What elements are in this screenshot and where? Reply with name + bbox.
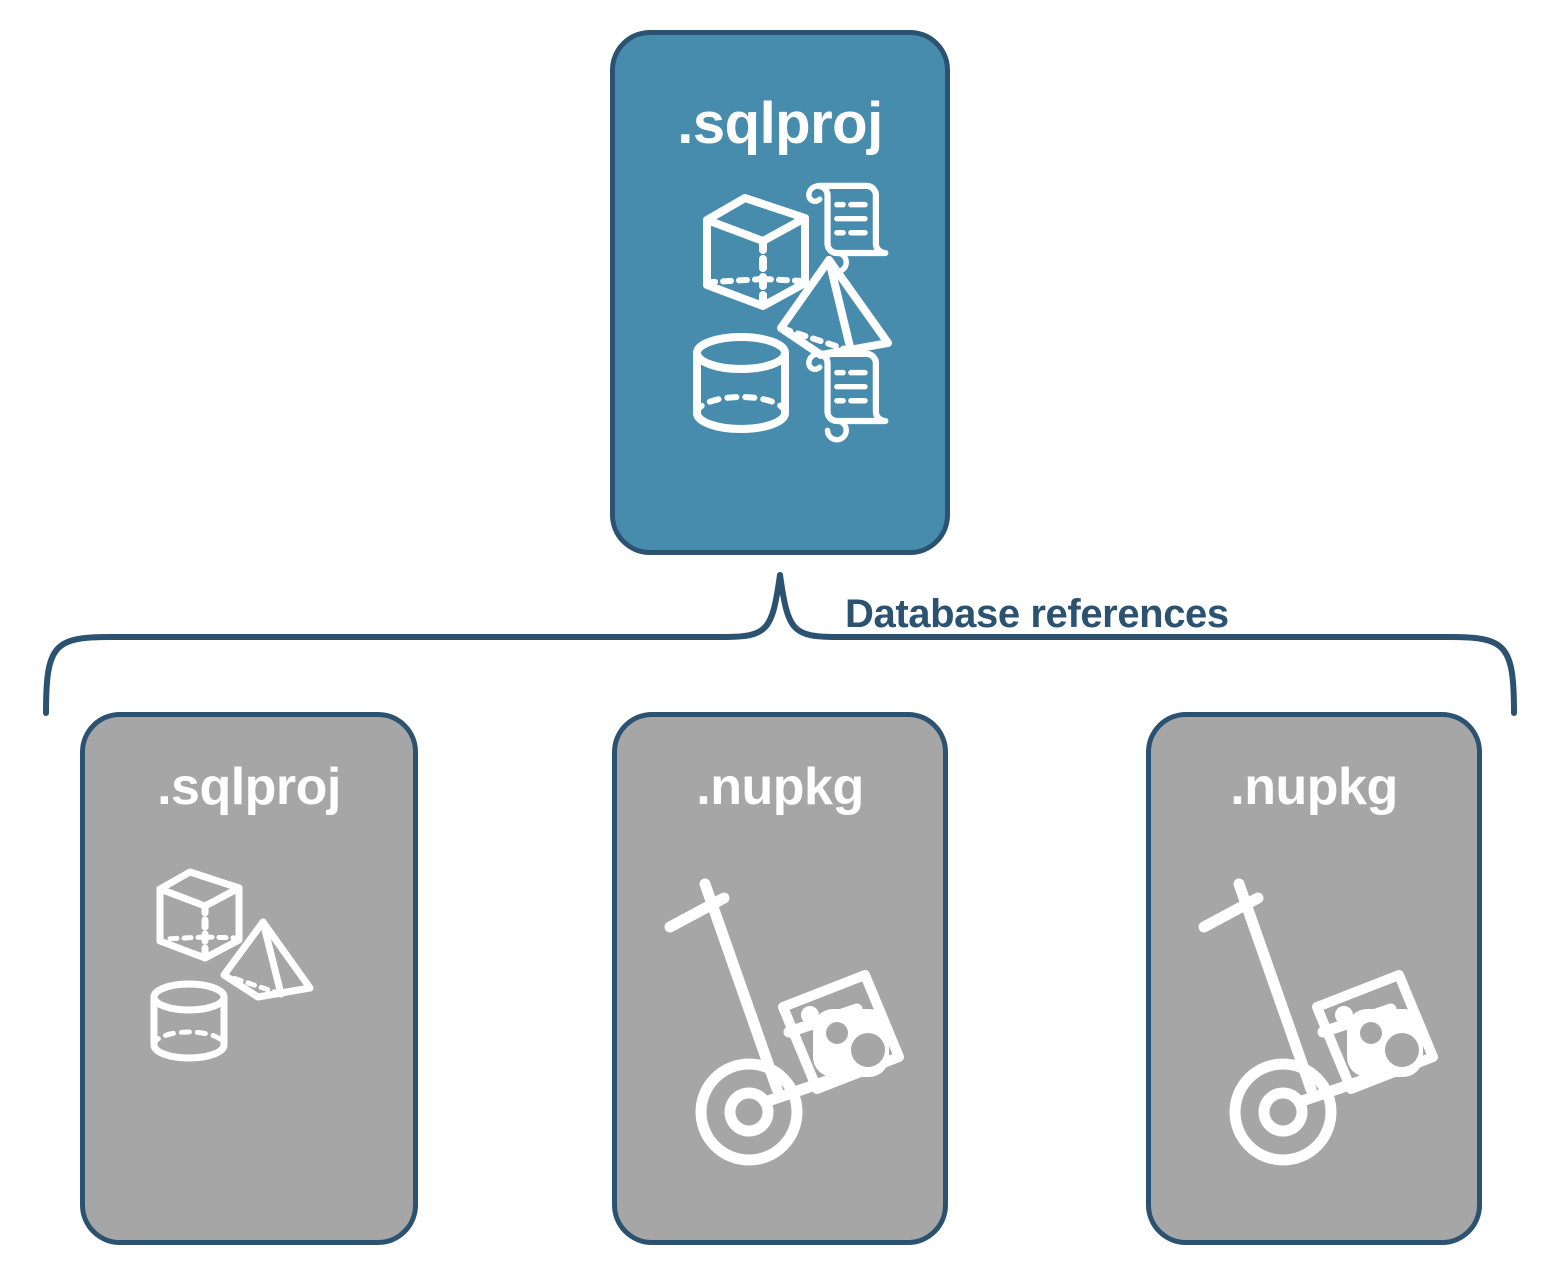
node-root-title: .sqlproj bbox=[677, 91, 883, 156]
node-child-nupkg-2-title: .nupkg bbox=[1230, 758, 1398, 816]
cylinder-icon bbox=[693, 333, 789, 433]
nuget-package-holes bbox=[1360, 1022, 1419, 1067]
node-child-sqlproj[interactable]: .sqlproj bbox=[80, 712, 418, 1245]
nuget-package-holes bbox=[826, 1022, 885, 1067]
cube-icon bbox=[703, 194, 809, 310]
node-child-nupkg-2[interactable]: .nupkg bbox=[1146, 712, 1482, 1245]
node-child-nupkg-1-title: .nupkg bbox=[696, 758, 864, 816]
node-child-nupkg-1[interactable]: .nupkg bbox=[612, 712, 948, 1245]
hand-truck-svg-2 bbox=[1198, 878, 1438, 1166]
child-shapes-svg bbox=[150, 868, 314, 1062]
cylinder-icon bbox=[150, 980, 228, 1062]
scroll-icon bbox=[806, 350, 889, 443]
connector-label-database-references: Database references bbox=[845, 592, 1229, 636]
hand-truck-svg-1 bbox=[664, 878, 904, 1166]
node-child-nupkg-2-icon-group bbox=[1151, 857, 1477, 1166]
node-root-icon-group bbox=[615, 165, 945, 445]
pyramid-icon bbox=[220, 918, 314, 1001]
scroll-icon bbox=[806, 182, 889, 275]
cube-icon bbox=[156, 868, 243, 962]
pyramid-icon bbox=[777, 256, 892, 359]
root-shapes-svg bbox=[693, 182, 892, 443]
curly-brace-connector bbox=[43, 572, 1517, 716]
node-root-sqlproj[interactable]: .sqlproj bbox=[610, 30, 950, 555]
node-child-nupkg-1-icon-group bbox=[617, 857, 943, 1166]
node-child-sqlproj-icon-group bbox=[85, 847, 413, 1097]
node-child-sqlproj-title: .sqlproj bbox=[157, 758, 341, 816]
